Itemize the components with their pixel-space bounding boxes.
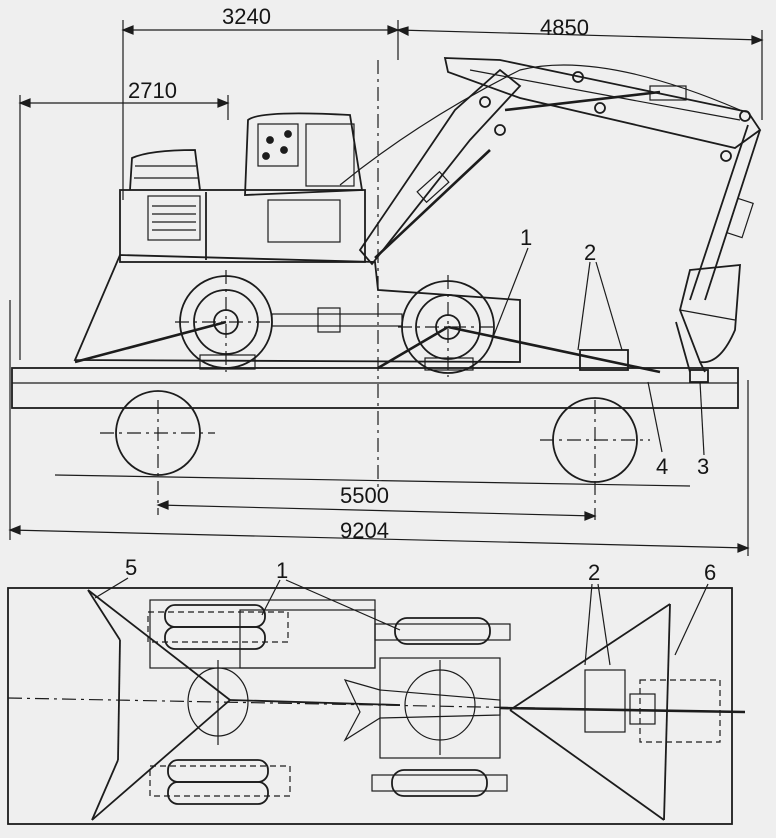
- dimension-4850: 4850: [540, 15, 589, 40]
- cab-window-front: [257, 123, 299, 167]
- callout-1-side: 1: [520, 225, 532, 250]
- callout-leaders-side: [489, 247, 705, 456]
- support-blocks-side: [579, 349, 709, 383]
- excavator-plan: [149, 599, 746, 759]
- support-block: [579, 349, 629, 371]
- radiator-grille: [147, 195, 201, 241]
- tie-down-cables-side: [74, 320, 661, 374]
- callout-3-side: 3: [697, 454, 709, 479]
- boom-plan: [499, 706, 746, 714]
- rail-line: [54, 474, 691, 487]
- operator-cab: [244, 112, 364, 196]
- callout-2-plan: 2: [588, 560, 600, 585]
- callout-4-side: 4: [656, 454, 668, 479]
- engine-hood: [129, 149, 201, 191]
- excavator-tires-plan: [147, 604, 511, 805]
- boom: [358, 68, 522, 266]
- boom-and-arm: [339, 57, 762, 373]
- tire-plan-rl2: [164, 626, 266, 650]
- dimension-5500: 5500: [340, 483, 389, 508]
- excavator-wheels: [175, 270, 498, 377]
- flatcar-plan-outline: [7, 587, 733, 825]
- callout-6-plan: 6: [704, 560, 716, 585]
- bucket: [679, 263, 741, 364]
- tire-plan-fl: [394, 617, 491, 645]
- cab-window-side: [305, 123, 355, 187]
- dimension-3240: 3240: [222, 4, 271, 29]
- stopper-block: [689, 369, 709, 383]
- wheel-chock-front: [424, 357, 474, 371]
- wheel-chock-rear: [199, 354, 256, 370]
- dimension-2710: 2710: [128, 78, 177, 103]
- dimension-9204: 9204: [340, 518, 389, 543]
- tire-plan-rl1: [164, 604, 266, 628]
- tire-plan-fr: [391, 769, 488, 797]
- callout-5-plan: 5: [125, 555, 137, 580]
- arm-cylinder: [504, 90, 661, 112]
- side-elevation-view: 3240 4850 2710 5500 92: [8, 4, 764, 556]
- callout-leaders-plan: [94, 577, 709, 666]
- support-block-plan: [584, 669, 626, 733]
- plan-view: 5 1 2 6: [7, 555, 746, 825]
- chassis-frame: [73, 254, 521, 363]
- callout-2-side: 2: [584, 240, 596, 265]
- dimension-lines-top: [18, 20, 764, 360]
- boom-cylinder: [374, 149, 491, 259]
- bucket-cylinder: [726, 197, 754, 239]
- arm: [443, 57, 762, 149]
- tire-plan-rr2: [167, 781, 269, 805]
- flatcar-deck: [11, 367, 739, 409]
- side-panel: [267, 199, 341, 243]
- callout-1-plan: 1: [276, 558, 288, 583]
- excavator-body: [73, 112, 521, 363]
- dimension-lines-bottom: [8, 300, 750, 556]
- flatcar-side: [11, 367, 739, 520]
- tire-plan-rr1: [167, 759, 269, 783]
- upper-house: [119, 189, 366, 263]
- hydraulic-hose: [339, 64, 741, 186]
